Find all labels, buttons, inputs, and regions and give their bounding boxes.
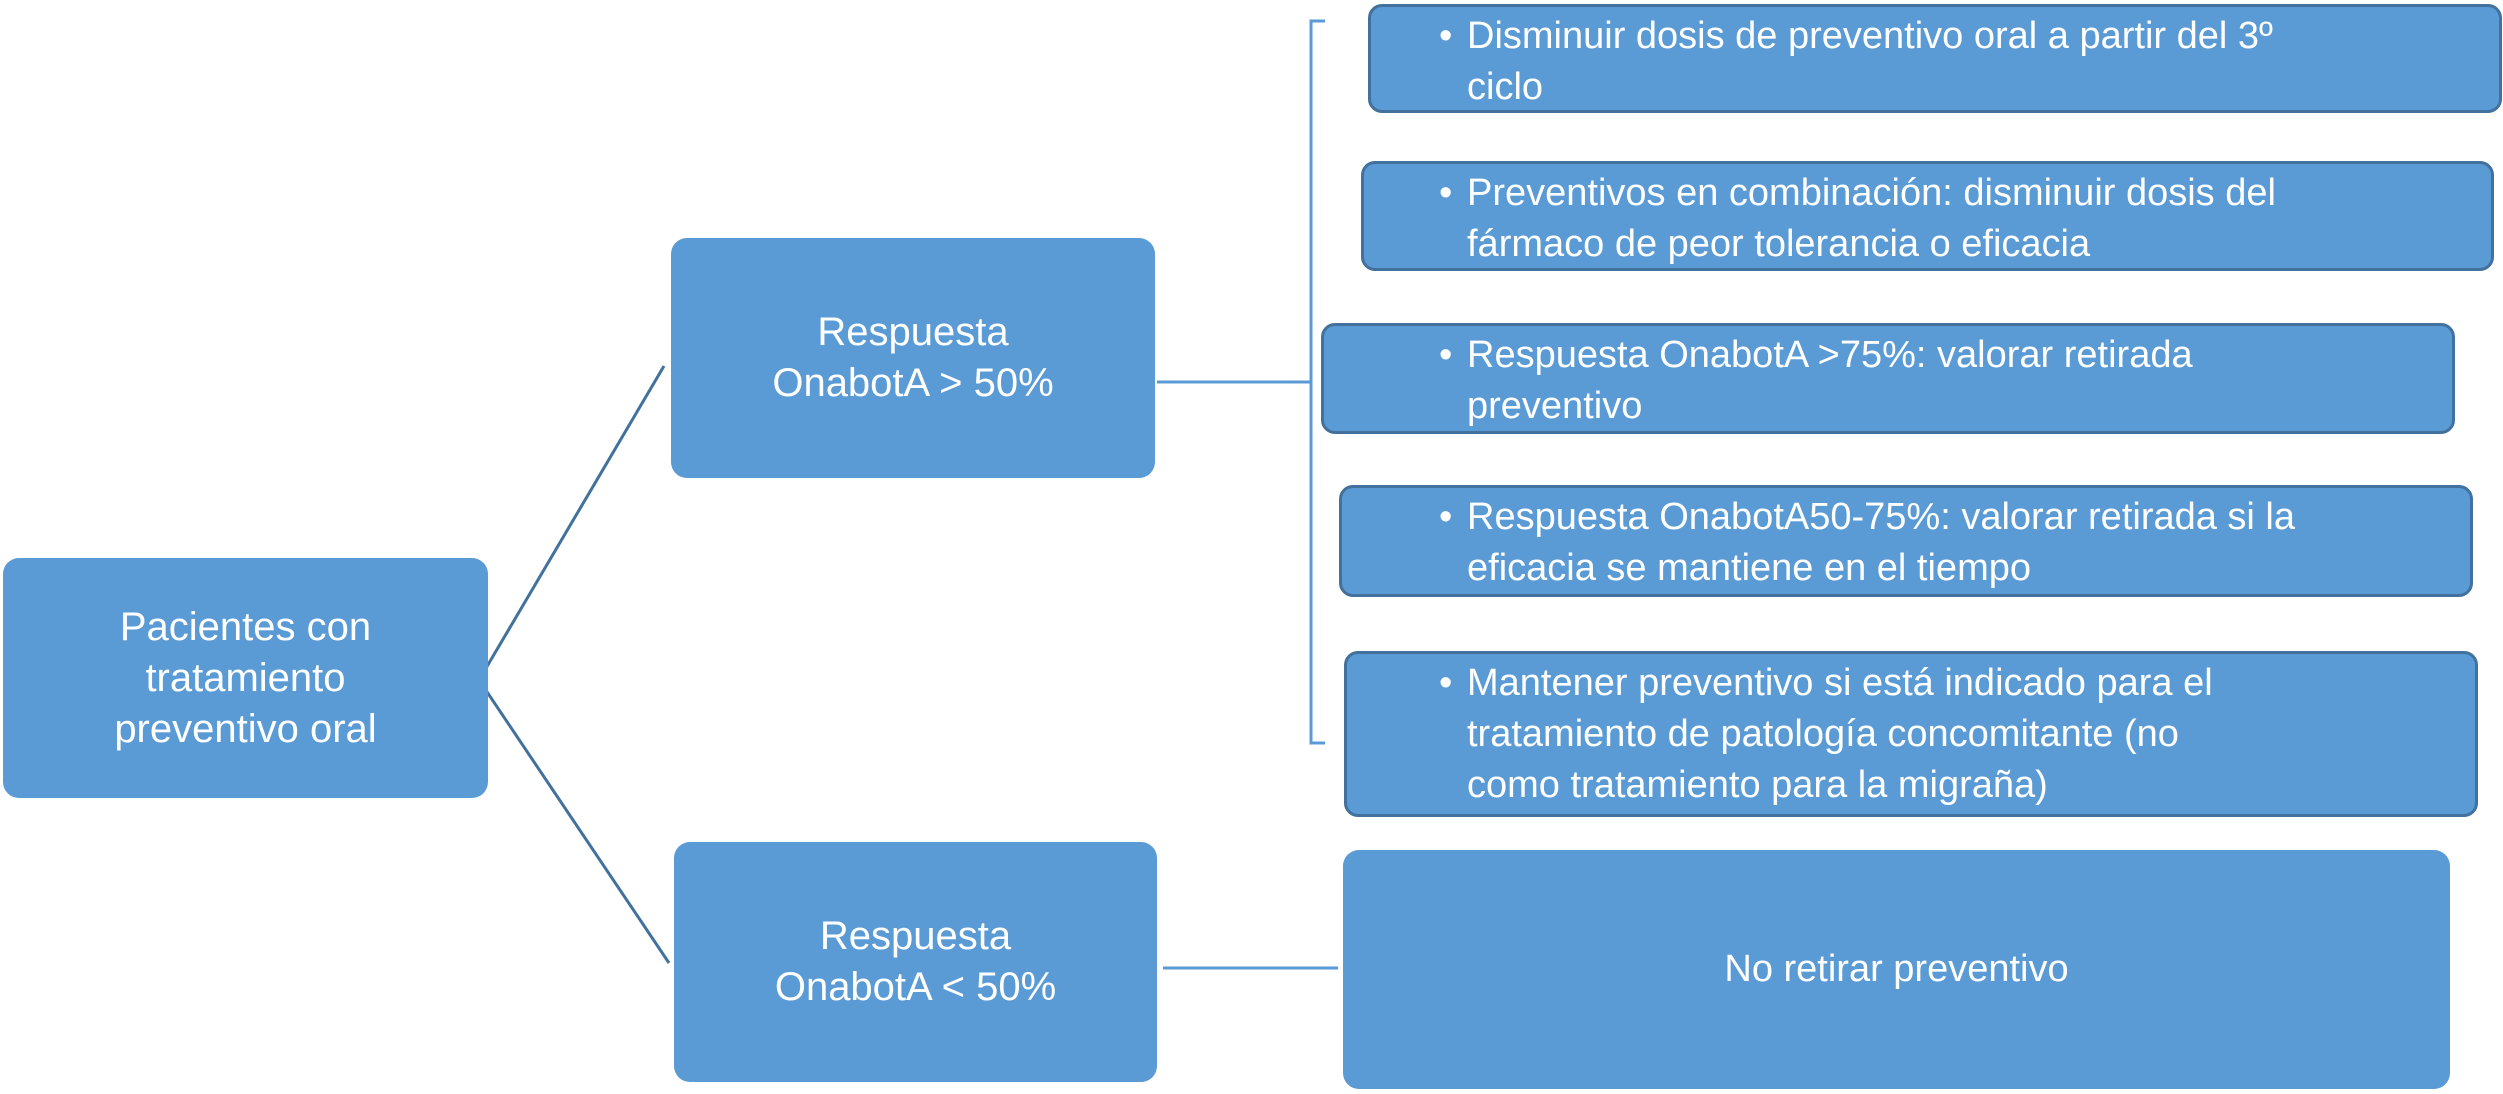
detail-item: • Preventivos en combinación: disminuir … [1361,161,2494,271]
bullet-icon: • [1439,172,1453,214]
bullet-icon: • [1439,662,1453,704]
detail-item-line: preventivo [1467,385,1643,427]
detail-item-line: Disminuir dosis de preventivo oral a par… [1467,15,2273,57]
bullet-icon: • [1439,496,1453,538]
root-line: tratamiento [145,655,346,700]
detail-item: • Mantener preventivo si está indicado p… [1344,651,2478,817]
detail-item: • Respuesta OnabotA50-75%: valorar retir… [1339,485,2473,597]
connector-root-to-high [477,365,666,681]
bullet-icon: • [1439,15,1453,57]
bullet-icon: • [1439,334,1453,376]
root-node: Pacientes con tratamiento preventivo ora… [3,558,488,798]
detail-item-line: tratamiento de patología concomitante (n… [1467,713,2179,755]
detail-item-line: ciclo [1467,66,1544,108]
detail-item-line: Mantener preventivo si está indicado par… [1467,662,2213,704]
branch-low-line: OnabotA < 50% [774,965,1057,1009]
detail-item-line: Preventivos en combinación: disminuir do… [1467,172,2276,214]
outcome-node: No retirar preventivo [1343,850,2450,1089]
branch-low-line: Respuesta [819,914,1012,958]
bracket [1309,19,1325,745]
root-line: preventivo oral [114,706,377,751]
detail-item-line: Respuesta OnabotA >75%: valorar retirada [1467,334,2193,376]
connector-root-to-low [477,679,671,964]
branch-low-node: Respuesta OnabotA < 50% [674,842,1157,1082]
detail-item: • Respuesta OnabotA >75%: valorar retira… [1321,323,2455,434]
root-line: Pacientes con [119,604,372,649]
detail-item: • Disminuir dosis de preventivo oral a p… [1368,4,2502,113]
detail-item-line: como tratamiento para la migraña) [1467,764,2048,806]
detail-item-line: Respuesta OnabotA50-75%: valorar retirad… [1467,496,2296,538]
outcome-label: No retirar preventivo [1724,948,2069,990]
branch-high-line: OnabotA > 50% [772,361,1054,405]
detail-item-line: fármaco de peor tolerancia o eficacia [1467,223,2091,265]
branch-high-node: Respuesta OnabotA > 50% [671,238,1155,478]
detail-item-line: eficacia se mantiene en el tiempo [1467,547,2031,589]
branch-high-line: Respuesta [817,310,1009,354]
